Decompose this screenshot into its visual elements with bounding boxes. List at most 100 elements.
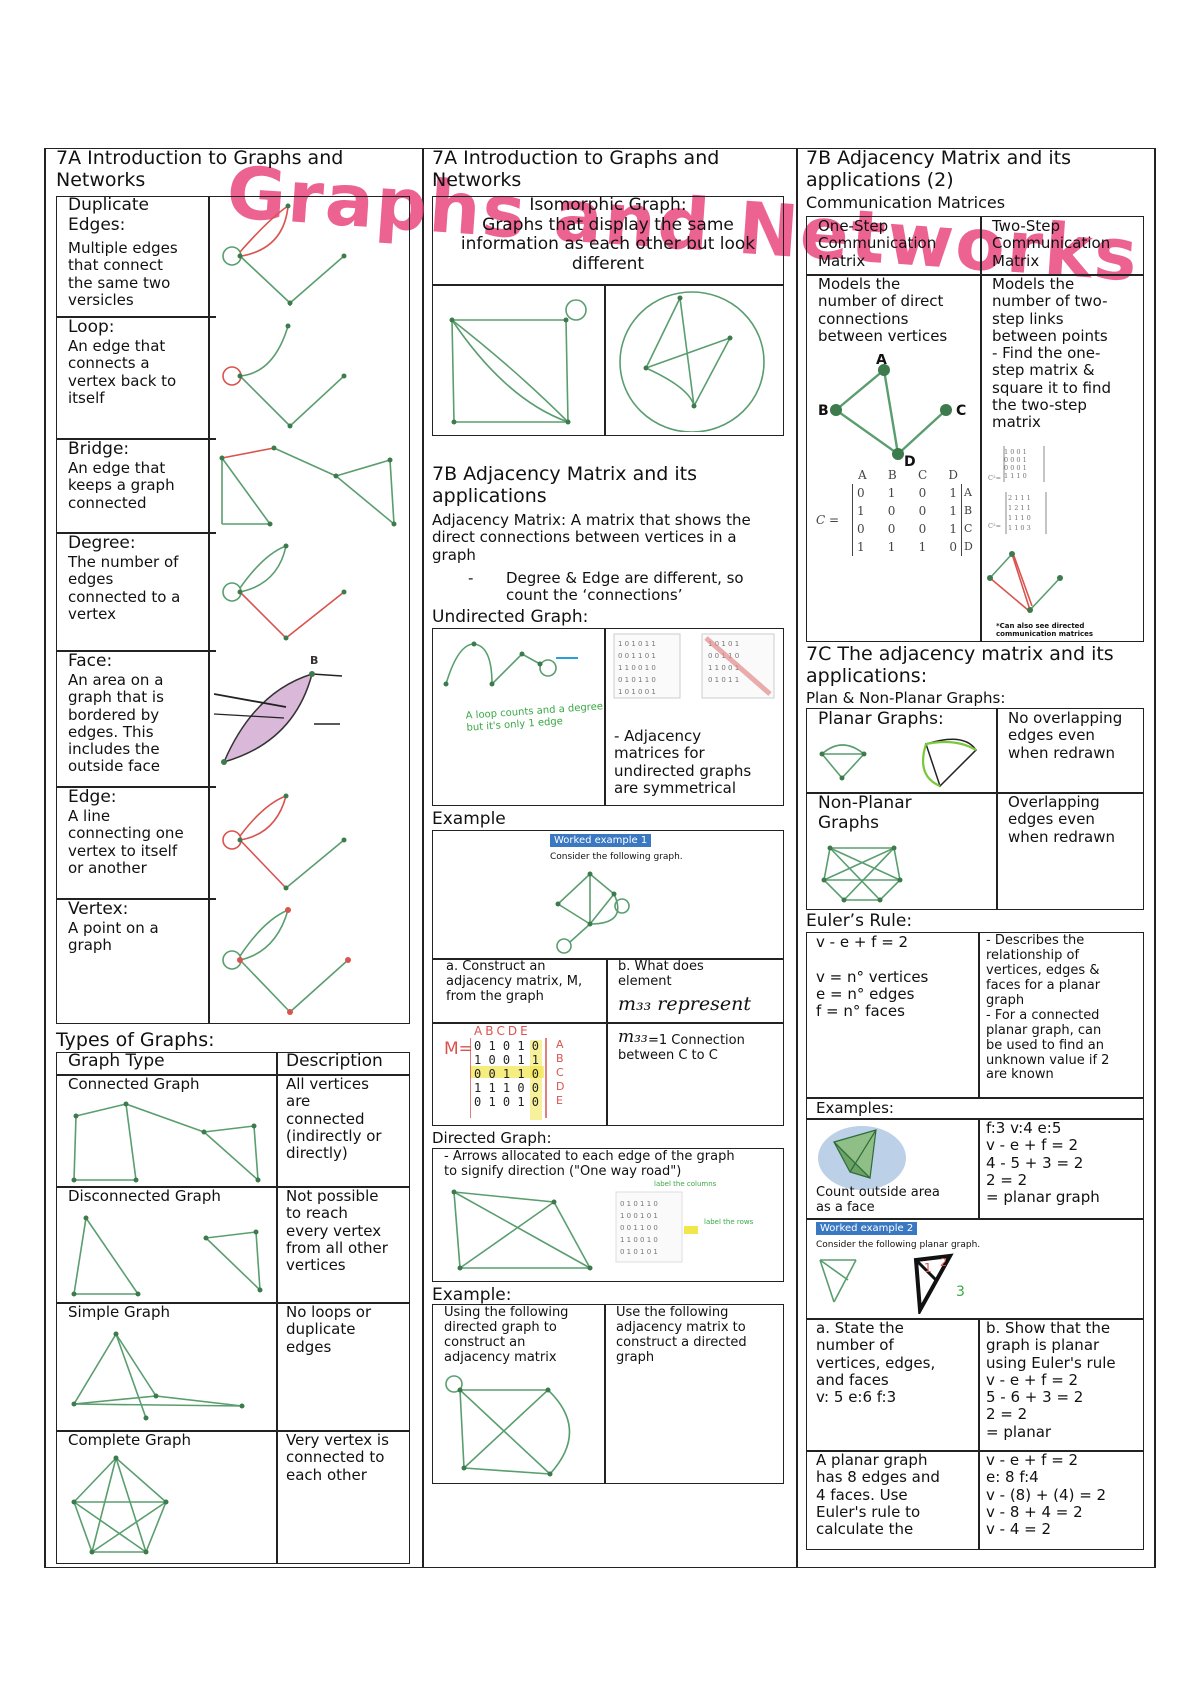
col2-header: 7A Introduction to Graphs and Networks — [432, 147, 720, 191]
matrix-col-labels: A B C D E — [474, 1024, 564, 1038]
isomorphic-graph-2 — [619, 291, 765, 432]
matrix-c-row-label: A — [964, 486, 972, 499]
euler-right: - Describes the relationship of vertices… — [986, 933, 1110, 1083]
svg-text:2 1 1 1: 2 1 1 1 — [1008, 494, 1031, 502]
matrix-c-cell: 1 — [887, 540, 896, 554]
matrix-c-cell: 1 — [887, 486, 896, 500]
row-sep — [56, 438, 216, 440]
row-sep — [806, 1118, 1144, 1120]
edge-diagram — [222, 793, 347, 891]
terms-table — [56, 196, 410, 1024]
examples-caption: Count outside area as a face — [816, 1185, 940, 1215]
svg-text:C²=: C²= — [988, 522, 1001, 530]
matrix-c-label: C = — [816, 513, 840, 527]
euler-left: v - e + f = 2 v = n° vertices e = n° edg… — [816, 933, 929, 1020]
isomorphic-text: Isomorphic Graph: Graphs that display th… — [460, 195, 756, 274]
example-box — [432, 830, 784, 1126]
adj-bullet: Degree & Edge are different, so count th… — [506, 569, 744, 605]
matrix-c-col-c: C — [917, 468, 928, 482]
example-answer-b: =1 Connection between C to C — [618, 1033, 745, 1063]
matrix-row-a: A — [556, 1038, 564, 1051]
svg-text:label the columns: label the columns — [654, 1180, 717, 1188]
two-step-desc: Models the number of two- step links bet… — [992, 275, 1111, 431]
types-divider — [276, 1052, 278, 1564]
undirected-graph-diagram — [443, 641, 578, 687]
svg-text:1 2 1 1: 1 2 1 1 — [1008, 504, 1031, 512]
type-disconnected: Disconnected Graph — [68, 1187, 221, 1205]
matrix-c-row-label: B — [964, 504, 973, 517]
degree-diagram — [222, 543, 347, 641]
row-sep — [806, 792, 1144, 794]
matrix-col-c: C — [496, 1024, 505, 1038]
svg-text:0 1 0 1 1 0: 0 1 0 1 1 0 — [620, 1200, 658, 1208]
svg-text:1 1 0 0 1 0: 1 1 0 0 1 0 — [618, 664, 656, 672]
matrix-col-d: D — [507, 1024, 518, 1038]
adj-bullet-dash: - — [468, 569, 474, 587]
col-divider-1 — [422, 148, 424, 1568]
term-edge-desc: A line connecting one vertex to itself o… — [68, 807, 184, 877]
row-sep — [432, 958, 784, 960]
term-degree: Degree: — [68, 533, 136, 553]
adj-definition: Adjacency Matrix: A matrix that shows th… — [432, 511, 751, 564]
matrix-col-a: A — [474, 1024, 483, 1038]
vertex-diagram — [222, 907, 351, 1015]
planar-title: Planar Graphs: — [818, 709, 944, 729]
row-sep — [56, 650, 216, 652]
svg-text:0 0 1 1 0: 0 0 1 1 0 — [474, 1067, 539, 1081]
term-duplicate: Duplicate Edges: — [68, 195, 149, 235]
term-bridge: Bridge: — [68, 439, 130, 459]
matrix-c-cell: 0 — [918, 522, 927, 536]
worked-example-1-label: Worked example 1 — [550, 834, 652, 847]
bridge-diagram — [219, 445, 397, 527]
examples-right: f:3 v:4 e:5 v - e + f = 2 4 - 5 + 3 = 2 … — [986, 1119, 1100, 1206]
col-sep-examples — [978, 1118, 980, 1218]
terms-divider — [208, 196, 210, 1024]
matrix-row-d: D — [556, 1080, 565, 1093]
complete-graph-diagram — [71, 1455, 169, 1555]
one-step-desc: Models the number of direct connections … — [818, 275, 948, 345]
term-edge: Edge: — [68, 787, 117, 807]
directed-note: *Can also see directed communication mat… — [996, 622, 1094, 639]
planar-header: 7C The adjacency matrix and its applicat… — [806, 643, 1114, 687]
svg-text:A: A — [876, 354, 887, 368]
nonplanar-graph-diagram — [821, 845, 903, 903]
matrix-c-cell: 1 — [949, 504, 957, 518]
worked-example-2-sub: Consider the following planar graph. — [816, 1240, 981, 1250]
row-sep — [56, 898, 216, 900]
example-title: Example — [432, 809, 506, 829]
type-complete: Complete Graph — [68, 1431, 192, 1449]
col3-header: 7B Adjacency Matrix and its applications… — [806, 147, 1071, 191]
example2-right-text: Use the following adjacency matrix to co… — [616, 1305, 747, 1365]
svg-text:0 1 0 1 0 1: 0 1 0 1 0 1 — [620, 1248, 658, 1256]
row-sep — [56, 1074, 410, 1076]
svg-text:1 1 0 0 1: 1 1 0 0 1 — [708, 664, 739, 672]
matrix-c-cols: A B C D — [858, 468, 958, 482]
svg-text:1 0 0 1: 1 0 0 1 — [1004, 448, 1027, 456]
svg-text:1 1 0 0 1 0: 1 1 0 0 1 0 — [620, 1236, 658, 1244]
types-header-desc: Description — [286, 1051, 383, 1071]
simple-graph-diagram — [71, 1331, 245, 1421]
example2-box — [432, 1304, 784, 1484]
directed-graph-diagram — [451, 1189, 593, 1271]
example2-title: Example: — [432, 1285, 512, 1305]
question-c-answer: v - e + f = 2 e: 8 f:4 v - (8) + (4) = 2… — [986, 1451, 1107, 1538]
matrix-c-col-d: D — [948, 468, 958, 482]
examples-face-image — [818, 1126, 906, 1190]
undirected-matrix-images: 1 0 1 0 1 10 0 1 1 0 11 1 0 0 1 00 1 0 1… — [613, 633, 775, 699]
svg-text:B: B — [818, 403, 829, 419]
worked-example-1-sub: Consider the following graph. — [550, 852, 683, 862]
term-bridge-desc: An edge that keeps a graph connected — [68, 459, 175, 512]
matrix-c-cell: 1 — [857, 504, 865, 518]
svg-text:B: B — [310, 654, 318, 667]
two-step-matrix-image: C²= 1 0 0 10 0 0 10 0 0 11 1 1 0 C²= 2 1… — [988, 446, 1047, 534]
matrix-c-col-b: B — [887, 468, 897, 482]
planar-sub: Plan & Non-Planar Graphs: — [806, 689, 1006, 707]
face-diagram: B — [214, 654, 343, 765]
col-sep — [604, 284, 606, 436]
loop-diagram — [222, 323, 347, 429]
matrix-c-cell: 1 — [857, 540, 865, 554]
